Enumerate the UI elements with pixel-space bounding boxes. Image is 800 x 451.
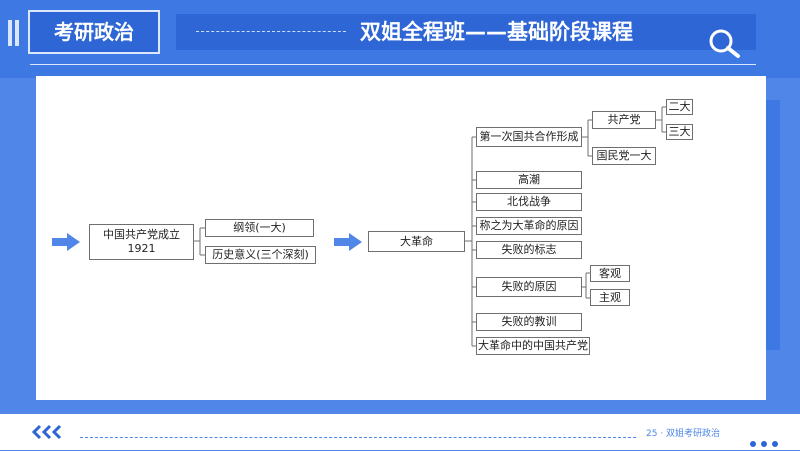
brand-box [28,10,160,54]
node-party-founding: 中国共产党成立 1921 [89,224,194,260]
right-arrow-icon [334,233,362,251]
card-side-decoration [766,100,780,350]
footer-dots-decoration [750,432,790,447]
node-failure-lesson: 失败的教训 [476,313,582,331]
node-objective: 客观 [590,265,630,282]
node-kmt-first-congress: 国民党一大 [592,147,656,165]
node-ccp-in-revolution: 大革命中的中国共产党 [476,337,590,355]
right-arrow-icon [52,233,80,251]
title-band [176,14,756,50]
brand-title: 考研政治 [54,20,134,44]
footer-bar [0,414,800,450]
node-failure-reason: 失败的原因 [476,277,582,297]
chevron-left-icon [31,424,62,440]
header-decoration [8,20,26,46]
footer-page-label: 25 · 双姐考研政治 [646,429,721,439]
node-great-revolution: 大革命 [368,231,465,252]
node-program: 纲领(一大) [205,219,314,237]
node-third-congress: 三大 [666,124,693,140]
node-northern-expedition: 北伐战争 [476,193,582,211]
node-climax: 高潮 [476,171,582,189]
node-first-cooperation: 第一次国共合作形成 [476,127,582,147]
node-significance: 历史意义(三个深刻) [205,246,316,264]
search-icon [709,29,740,58]
footer-dash-decoration [80,437,636,438]
node-why-called-great-revolution: 称之为大革命的原因 [476,217,582,235]
title-dash-decoration [196,31,346,32]
node-second-congress: 二大 [666,99,693,115]
node-ccp: 共产党 [592,111,656,129]
node-subjective: 主观 [590,289,630,306]
course-title: 双姐全程班——基础阶段课程 [360,20,633,44]
node-failure-sign: 失败的标志 [476,241,582,259]
header-divider [30,64,756,65]
